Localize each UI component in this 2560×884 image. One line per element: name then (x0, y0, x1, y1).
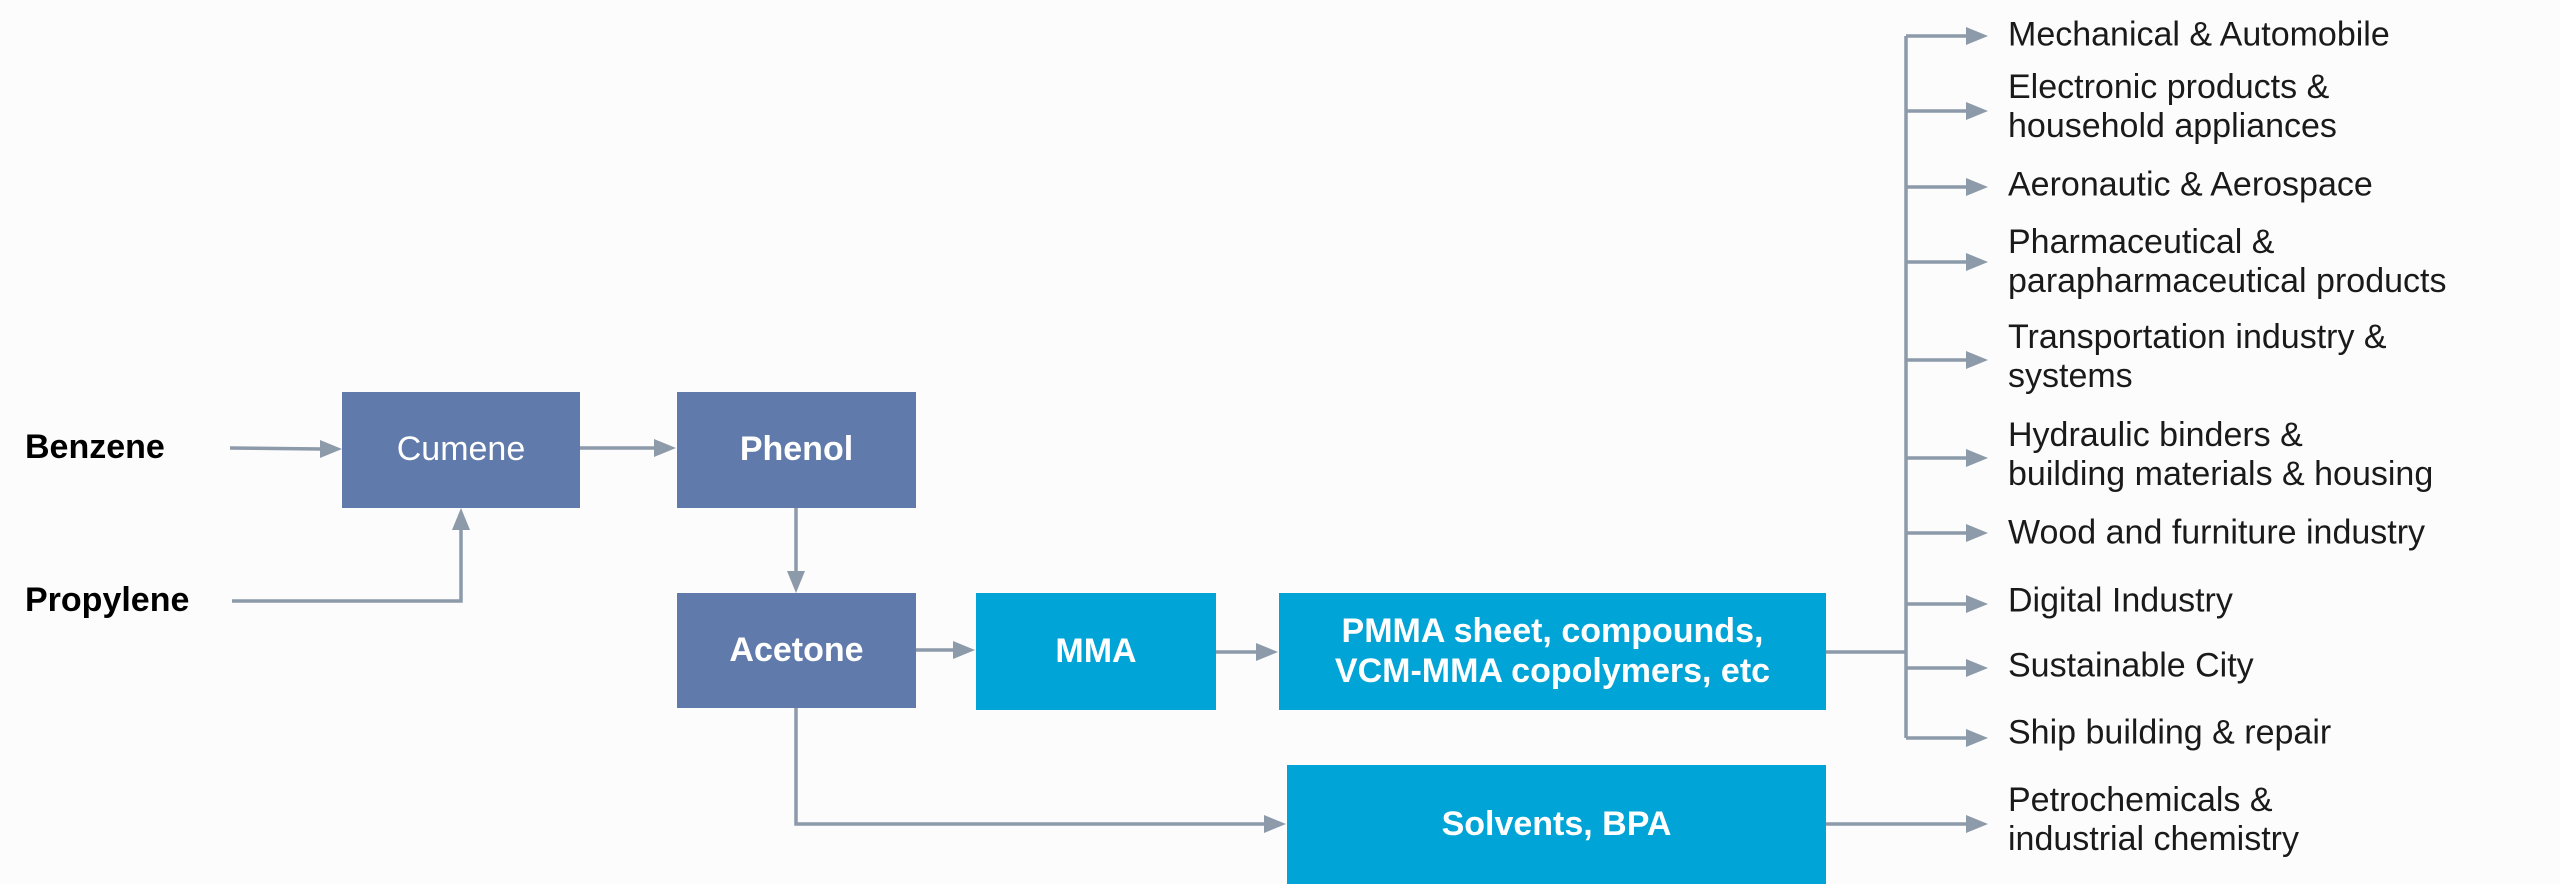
application-aeronautic-aerospace: Aeronautic & Aerospace (2008, 165, 2373, 204)
application-digital-industry: Digital Industry (2008, 581, 2233, 620)
application-petrochemicals: Petrochemicals & industrial chemistry (2008, 781, 2299, 858)
node-mma: MMA (976, 593, 1216, 710)
application-mechanical-automobile: Mechanical & Automobile (2008, 15, 2390, 54)
node-phenol: Phenol (677, 392, 916, 508)
node-cumene: Cumene (342, 392, 580, 508)
application-wood-furniture: Wood and furniture industry (2008, 513, 2426, 552)
application-pharmaceutical: Pharmaceutical & parapharmaceutical prod… (2008, 223, 2447, 300)
application-ship-building: Ship building & repair (2008, 713, 2332, 752)
input-propylene: Propylene (25, 581, 190, 619)
branch-arrows (1906, 27, 1988, 747)
application-transportation: Transportation industry & systems (2008, 318, 2387, 395)
node-solvents-bpa: Solvents, BPA (1287, 765, 1826, 884)
application-sustainable-city: Sustainable City (2008, 646, 2254, 685)
input-benzene: Benzene (25, 428, 165, 466)
application-hydraulic-binders: Hydraulic binders & building materials &… (2008, 416, 2434, 493)
application-electronic-products: Electronic products & household applianc… (2008, 68, 2337, 145)
node-pmma: PMMA sheet, compounds, VCM-MMA copolymer… (1279, 593, 1826, 710)
node-acetone: Acetone (677, 593, 916, 708)
